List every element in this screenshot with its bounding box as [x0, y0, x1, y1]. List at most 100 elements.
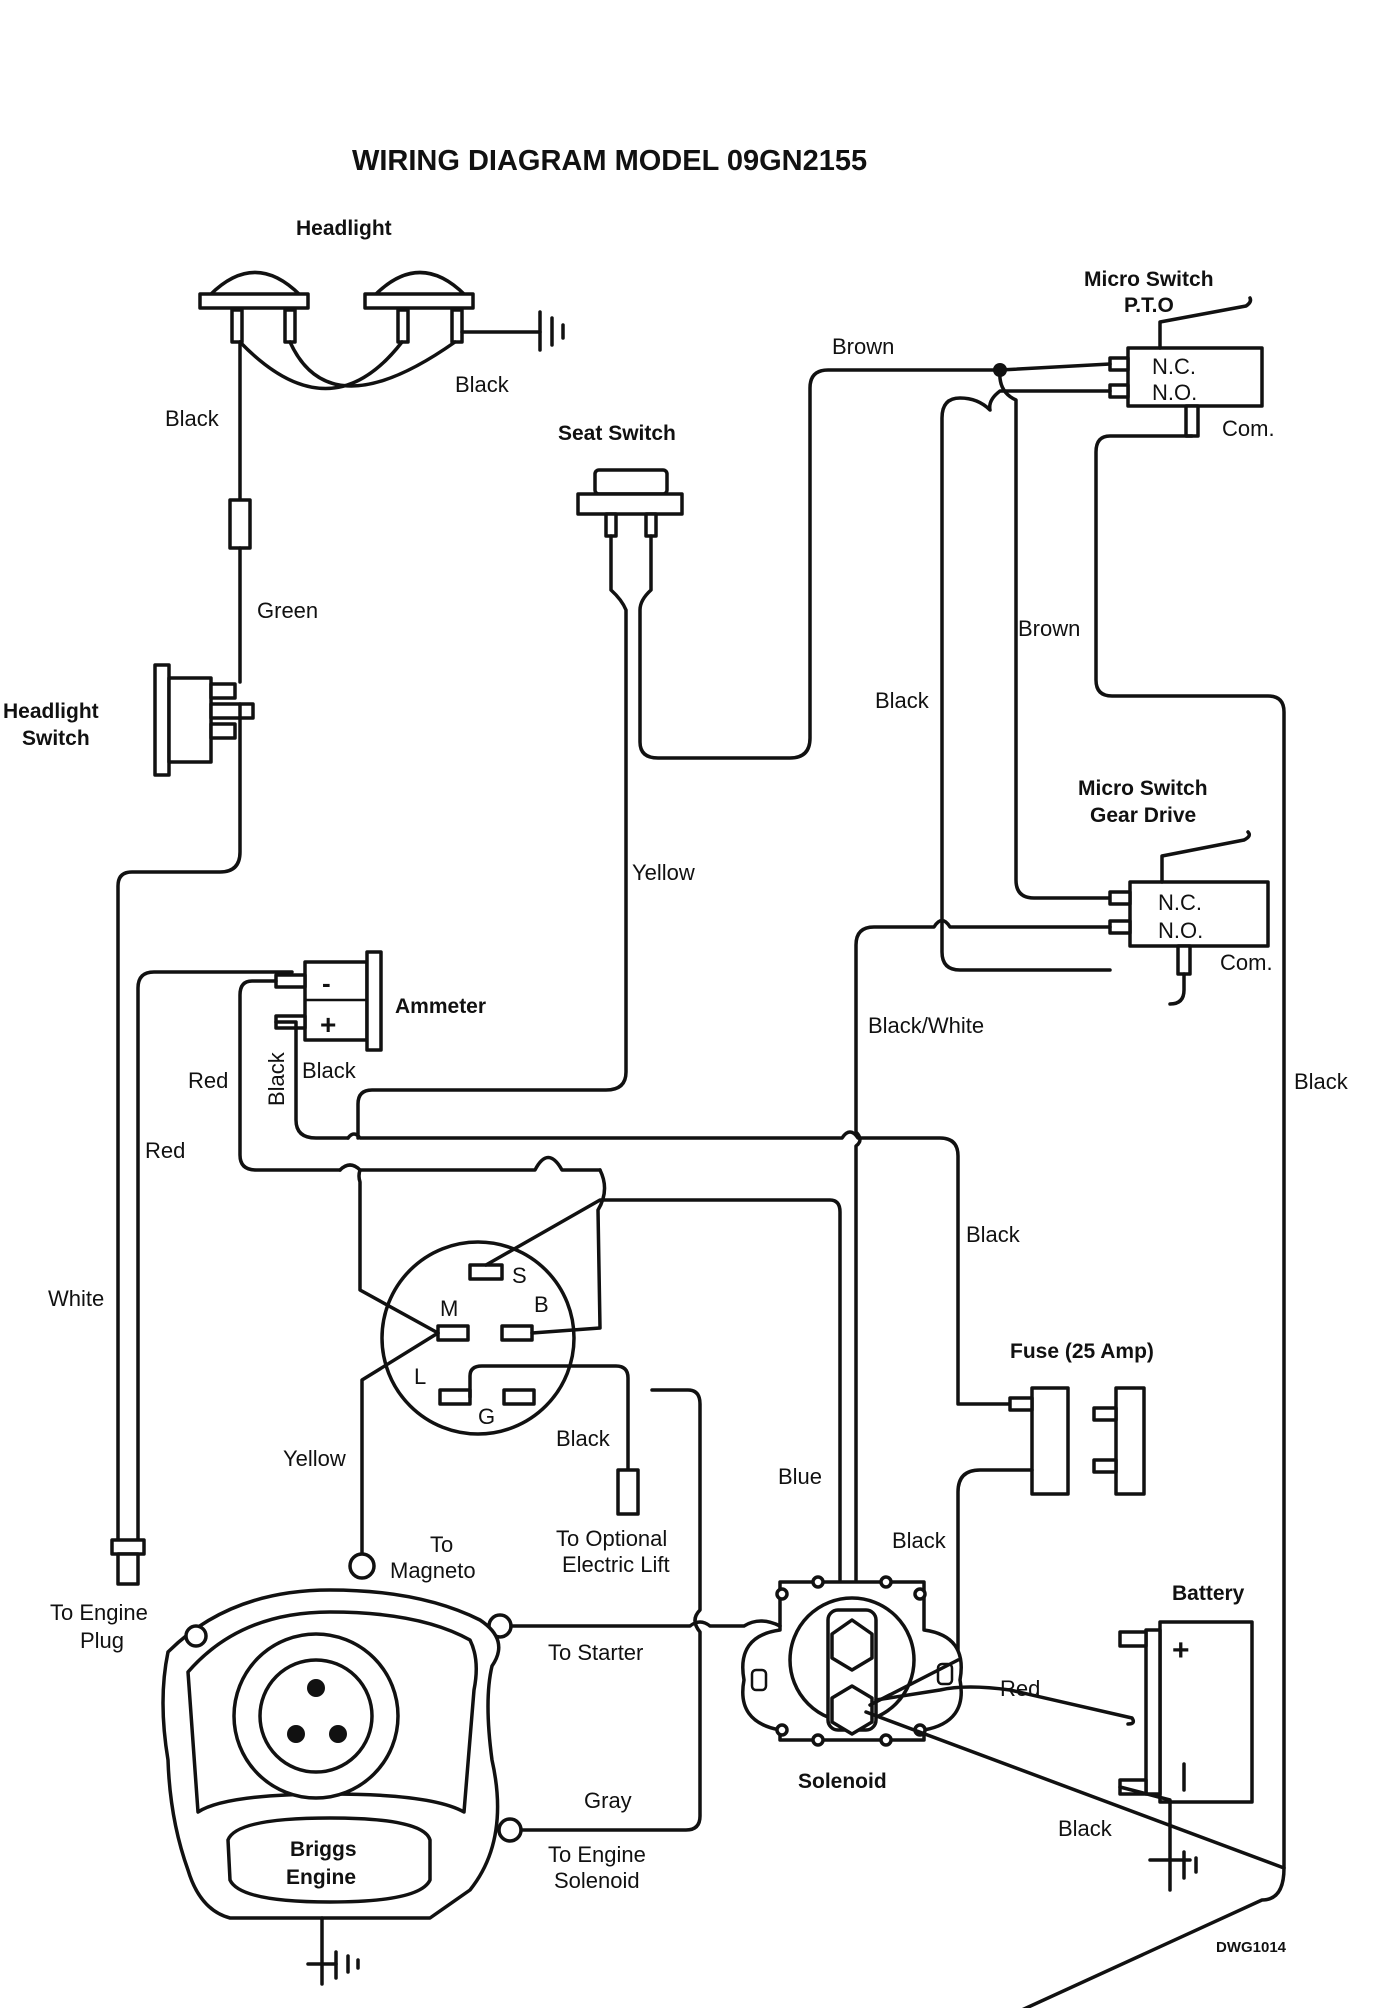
engine-bolt-top — [307, 1679, 325, 1697]
solenoid — [741, 1575, 963, 1747]
electric-lift-connector — [616, 1468, 640, 1516]
battery-ground-icon — [1148, 1850, 1198, 1892]
ignition-label-g: G — [478, 1404, 495, 1429]
fuse-right-tab-top — [1092, 1406, 1118, 1422]
wire-brown-gear — [998, 368, 1112, 900]
solenoid-nut-bottom — [830, 1684, 874, 1736]
wire-black-ammeter — [274, 1020, 350, 1140]
ignition-label-l: L — [414, 1364, 426, 1389]
gear-no-label: N.O. — [1158, 918, 1203, 943]
wire-label-red-left: Red — [145, 1138, 185, 1163]
wire-label-black-ammeter: Black — [302, 1058, 357, 1083]
headlight-switch-flange — [153, 663, 171, 777]
wire-black-lift — [468, 1364, 630, 1472]
headlight-assembly — [198, 270, 565, 391]
micro-switch-gear-body — [1128, 880, 1270, 948]
headlight-switch-terminal-3 — [209, 722, 237, 740]
gear-nc-label: N.C. — [1158, 890, 1202, 915]
battery-terminal-pos — [1118, 1630, 1148, 1648]
starter-label: To Starter — [548, 1640, 643, 1665]
engine-label-plate — [226, 1816, 432, 1904]
seat-switch-base — [576, 492, 684, 516]
headlight-right-terminal-a — [396, 308, 410, 344]
wire-black-right — [1021, 434, 1286, 2008]
wire-label-black-ammeter-vertical: Black — [264, 1051, 289, 1106]
wire-black-fuse-solenoid — [956, 1468, 1034, 1662]
micro-switch-pto-label-2: P.T.O — [1124, 294, 1174, 317]
wire-yellow-seat — [356, 534, 628, 1140]
micro-switch-gear: N.C. N.O. — [1108, 830, 1270, 976]
seat-switch-terminal-left — [604, 512, 618, 538]
wire-label-brown-top: Brown — [832, 334, 894, 359]
engine-solenoid-label-1: To Engine — [548, 1842, 646, 1867]
wire-label-black-headlight-right: Black — [455, 372, 510, 397]
micro-switch-gear-label-2: Gear Drive — [1090, 804, 1196, 827]
fuse-right-tab-bottom — [1092, 1458, 1118, 1474]
fuse-left-half — [1030, 1386, 1070, 1496]
micro-switch-gear-label-1: Micro Switch — [1078, 777, 1208, 800]
pto-nc-label: N.C. — [1152, 354, 1196, 379]
wire-b-red — [530, 1168, 607, 1335]
seat-switch-terminal-right — [644, 512, 658, 538]
solenoid-label: Solenoid — [798, 1770, 887, 1793]
inline-connector — [228, 498, 252, 550]
lift-label-1: To Optional — [556, 1526, 667, 1551]
engine-bolt-right — [329, 1725, 347, 1743]
diagram-title: WIRING DIAGRAM MODEL 09GN2155 — [352, 145, 867, 177]
engine-spark-plug — [184, 1624, 208, 1648]
headlight-right-base — [363, 292, 475, 310]
ammeter-flange — [365, 950, 383, 1052]
wire-gear-com-stub — [1168, 972, 1186, 1006]
ammeter-label: Ammeter — [395, 995, 486, 1018]
wire-red-battery — [874, 1685, 1136, 1726]
wire-label-green: Green — [257, 598, 318, 623]
micro-switch-gear-com-tab — [1176, 944, 1192, 976]
magneto-terminal — [348, 1552, 376, 1580]
wire-label-black-headlight: Black — [165, 406, 220, 431]
fuse-left-tab — [1008, 1396, 1034, 1412]
headlight-wire-crossed-a — [238, 340, 404, 391]
ignition-label-b: B — [534, 1292, 549, 1317]
solenoid-nut-top — [830, 1618, 874, 1672]
headlight-switch-terminal-1 — [209, 682, 237, 700]
ignition-switch-body — [380, 1240, 576, 1436]
magneto-label-2: Magneto — [390, 1558, 476, 1583]
headlight-left-terminal-a — [230, 308, 244, 344]
wire-black-white — [854, 918, 1112, 1582]
wire-brown-top — [638, 368, 1002, 760]
pto-com-label: Com. — [1222, 416, 1275, 441]
wire-label-gray: Gray — [584, 1788, 632, 1813]
wire-black-battery-solenoid — [864, 1710, 1286, 1870]
engine-plug-connector-body — [116, 1552, 140, 1586]
seat-switch-cap — [593, 468, 669, 496]
engine-label-2: Engine — [286, 1866, 356, 1889]
battery-body — [1158, 1620, 1254, 1804]
wire-label-red-ammeter: Red — [188, 1068, 228, 1093]
micro-switch-gear-no-tab — [1108, 919, 1132, 935]
engine-ground-icon — [306, 1950, 360, 1980]
micro-switch-pto-lever — [1158, 296, 1253, 350]
headlight-label: Headlight — [296, 217, 392, 240]
wire-red-ammeter — [238, 979, 342, 1172]
engine-bolt-left — [287, 1725, 305, 1743]
wire-blue — [484, 1198, 842, 1582]
headlight-switch — [153, 663, 255, 777]
ammeter-terminal-neg — [274, 973, 307, 989]
ignition-label-s: S — [512, 1263, 527, 1288]
pto-no-label: N.O. — [1152, 380, 1197, 405]
seat-switch — [576, 468, 684, 538]
headlight-right-lamp — [373, 270, 467, 297]
wire-label-black-right: Black — [1294, 1069, 1349, 1094]
ignition-terminal-m — [436, 1324, 470, 1342]
headlight-switch-terminal-2 — [209, 702, 255, 720]
wire-gray — [514, 1388, 702, 1832]
engine-hub — [258, 1658, 374, 1774]
seat-switch-label: Seat Switch — [558, 422, 676, 445]
fuse-right-half — [1114, 1386, 1146, 1496]
ignition-switch: S M B L G — [380, 1240, 576, 1436]
wire-white — [116, 702, 242, 1542]
battery-side — [1144, 1628, 1162, 1796]
headlight-ground-icon — [538, 310, 565, 352]
battery-label: Battery — [1172, 1582, 1245, 1605]
ignition-terminal-g — [502, 1388, 536, 1406]
